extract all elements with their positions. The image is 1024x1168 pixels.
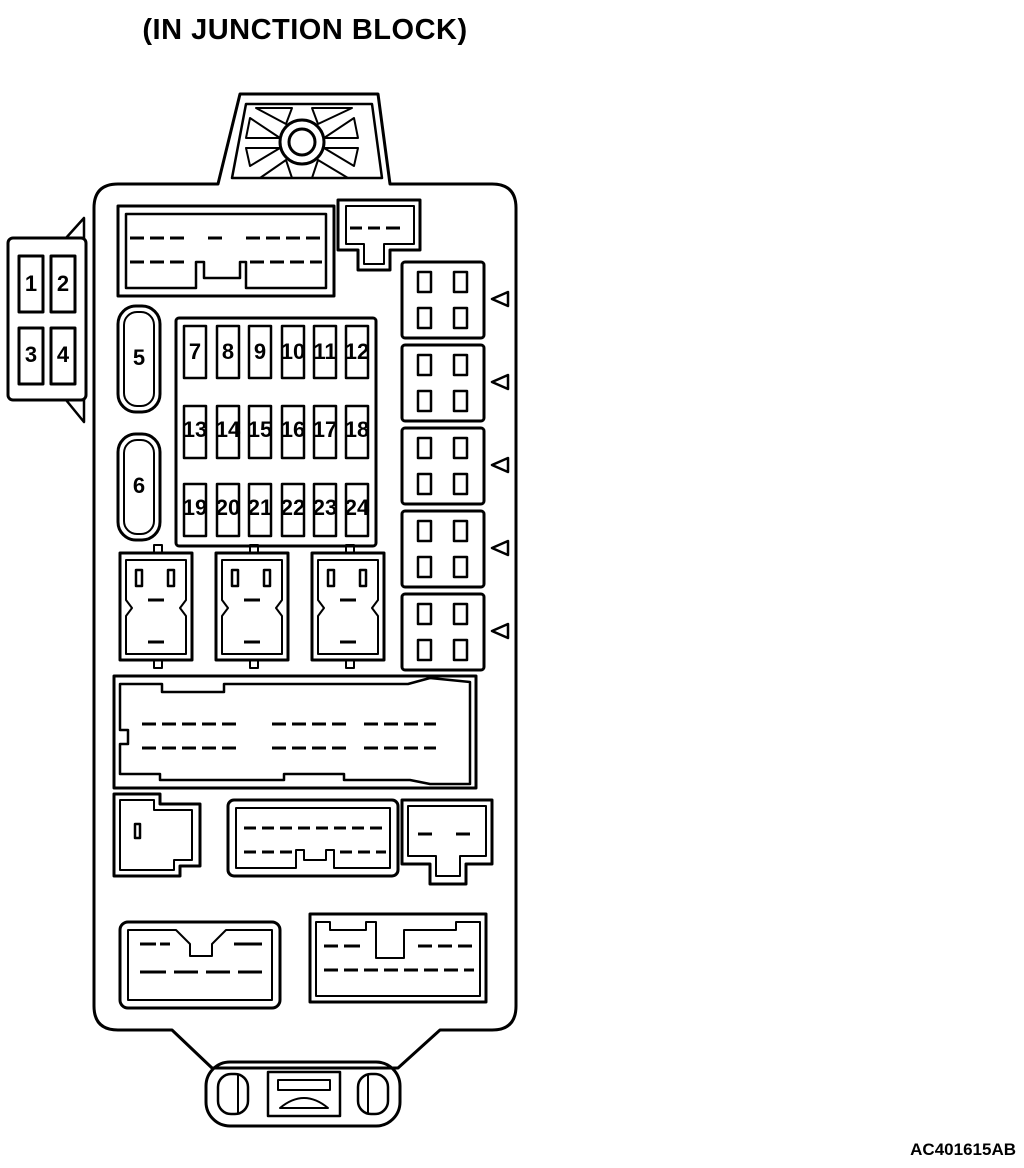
- fuse-slot-9: [247, 324, 273, 380]
- fuse-slot-10: [280, 324, 306, 380]
- fuse-grid-panel: [174, 316, 378, 548]
- fuse-label-15: 15: [248, 417, 272, 442]
- fuse-slot-14: [215, 404, 241, 460]
- fuse-label-1: 1: [25, 271, 37, 296]
- fuse-slot-11: [312, 324, 338, 380]
- relay-block: [400, 509, 510, 589]
- connector-bottom-left: [118, 920, 282, 1010]
- arrow-marker-icon: [490, 290, 510, 308]
- fuse-slot-24: [344, 482, 370, 538]
- connector-bottom-right: [308, 912, 488, 1004]
- fuse-slot-13: [182, 404, 208, 460]
- fuse-label-14: 14: [216, 417, 241, 442]
- fuse-slot-18: [344, 404, 370, 460]
- fuse-slot-2: [49, 254, 77, 314]
- connector-lower-right-small: [400, 798, 494, 886]
- fuse-slot-21: [247, 482, 273, 538]
- fuse-label-12: 12: [345, 339, 369, 364]
- relay-column: [400, 260, 510, 672]
- arrow-marker-icon: [490, 373, 510, 391]
- fuse-slot-8: [215, 324, 241, 380]
- fuse-label-24: 24: [345, 495, 370, 520]
- relay-block: [400, 592, 510, 672]
- fuse-slot-7: [182, 324, 208, 380]
- relay-sockets: [118, 544, 386, 669]
- fuse-slot-3: [17, 326, 45, 386]
- fuse-slot-6: [116, 432, 162, 542]
- diagram-title: (IN JUNCTION BLOCK): [142, 14, 468, 46]
- fuse-label-13: 13: [183, 417, 207, 442]
- relay-socket: [214, 544, 290, 669]
- fuse-slot-1: [17, 254, 45, 314]
- fuse-label-23: 23: [313, 495, 337, 520]
- fuse-slot-5: [116, 304, 162, 414]
- left-side-bracket: [6, 216, 88, 424]
- fuse-slot-22: [280, 482, 306, 538]
- arrow-marker-icon: [490, 622, 510, 640]
- relay-socket: [310, 544, 386, 669]
- fuse-label-4: 4: [57, 342, 70, 367]
- fuse-slot-19: [182, 482, 208, 538]
- fuse-label-22: 22: [281, 495, 305, 520]
- fuse-label-19: 19: [183, 495, 207, 520]
- connector-top-small: [336, 198, 422, 272]
- fuse-slot-23: [312, 482, 338, 538]
- fuse-label-6: 6: [133, 473, 145, 498]
- fuse-slot-17: [312, 404, 338, 460]
- relay-block: [400, 260, 510, 340]
- fuse-label-2: 2: [57, 271, 69, 296]
- relay-block: [400, 343, 510, 423]
- fuse-label-7: 7: [189, 339, 201, 364]
- arrow-marker-icon: [490, 539, 510, 557]
- fuse-slot-16: [280, 404, 306, 460]
- fuse-label-3: 3: [25, 342, 37, 367]
- fuse-label-18: 18: [345, 417, 369, 442]
- connector-lower-middle: [226, 798, 400, 878]
- fuse-label-10: 10: [281, 339, 305, 364]
- arrow-marker-icon: [490, 456, 510, 474]
- fuse-label-5: 5: [133, 345, 145, 370]
- connector-single-pin: [112, 792, 202, 878]
- connector-long-middle: [112, 674, 478, 790]
- relay-block: [400, 426, 510, 506]
- fuse-slot-15: [247, 404, 273, 460]
- fuse-grid-slots: [182, 324, 370, 538]
- connector-top-left-pins: [130, 236, 322, 264]
- top-mounting-tab: [230, 102, 384, 180]
- fuse-slot-20: [215, 482, 241, 538]
- connector-top-left: [116, 204, 336, 298]
- fuse-label-20: 20: [216, 495, 240, 520]
- junction-block-housing: [92, 92, 518, 1070]
- drawing-code: AC401615AB: [910, 1140, 1016, 1159]
- connector-long-middle-pins: [142, 722, 436, 750]
- fuse-slot-4: [49, 326, 77, 386]
- relay-socket: [118, 544, 194, 669]
- fuse-label-21: 21: [248, 495, 272, 520]
- fuse-label-8: 8: [222, 339, 234, 364]
- fuse-label-16: 16: [281, 417, 305, 442]
- fuse-label-11: 11: [313, 339, 336, 364]
- fuse-label-17: 17: [313, 417, 337, 442]
- fuse-slot-12: [344, 324, 370, 380]
- bottom-mounting-clip: [204, 1060, 402, 1128]
- fuse-label-9: 9: [254, 339, 266, 364]
